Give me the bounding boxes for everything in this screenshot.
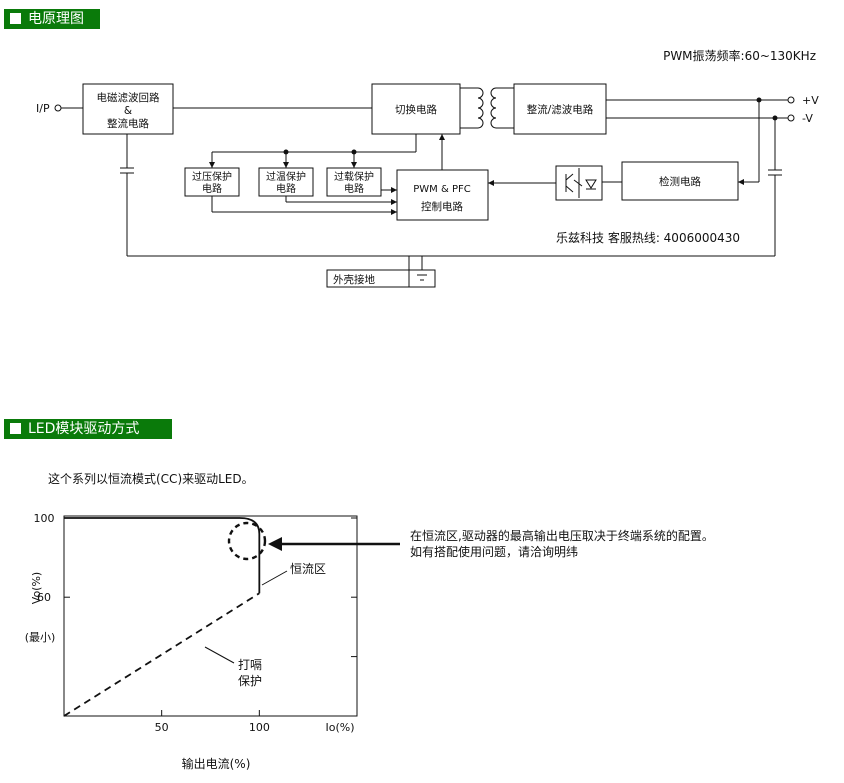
pwm-control-label-1: PWM & PFC: [413, 184, 470, 195]
square-bullet-icon: [10, 423, 21, 434]
transformer-icon: [460, 87, 514, 129]
ovp-label-1: 过压保护: [192, 170, 232, 183]
emi-filter-label-1: 电磁滤波回路: [97, 91, 160, 104]
hiccup-label-1: 打嗝: [238, 658, 262, 672]
switch-block: [371, 83, 461, 135]
ground-icon: [414, 256, 430, 281]
y-tick-label: 60: [37, 591, 51, 604]
detection-label: 检测电路: [659, 175, 701, 188]
frame-ground-block: [326, 269, 436, 288]
input-label: I/P: [36, 102, 50, 115]
pointer-arrow-icon: [268, 537, 400, 551]
section-header-led-drive: LED模块驱动方式: [4, 419, 172, 439]
output-negative-terminal: [787, 114, 795, 122]
pwm-control-block: [396, 169, 489, 221]
hiccup-label-2: 保护: [238, 674, 262, 688]
section-header-schematic: 电原理图: [4, 9, 100, 29]
input-terminal: [54, 104, 62, 112]
note-line-2: 如有搭配使用问题，请洽询明纬: [410, 545, 579, 559]
rectifier-block: [513, 83, 607, 135]
pwm-frequency-label: PWM振荡频率:60~130KHz: [663, 48, 816, 63]
output-negative-label: -V: [802, 112, 813, 125]
y-tick-sublabel: (最小): [25, 631, 56, 644]
block-diagram: PWM振荡频率:60~130KHz I/P 电磁滤波回路 & 整流电路 切换电路…: [36, 48, 819, 288]
hiccup-protection-line: [63, 592, 260, 717]
section-title: 电原理图: [28, 11, 84, 27]
emi-filter-block: [82, 83, 174, 135]
rectifier-label: 整流/滤波电路: [527, 103, 594, 116]
knee-highlight-icon: [227, 521, 267, 561]
y-axis-label: Vo(%): [30, 572, 43, 604]
constant-current-line: [64, 517, 261, 594]
section-title: LED模块驱动方式: [28, 421, 140, 437]
x-axis-end-label: Io(%): [325, 721, 354, 734]
y-tick-label: 100: [34, 512, 55, 525]
frame-ground-label: 外壳接地: [333, 273, 375, 286]
led-description: 这个系列以恒流模式(CC)来驱动LED。: [48, 472, 254, 486]
note-line-1: 在恒流区,驱动器的最高输出电压取决于终端系统的配置。: [410, 529, 714, 543]
olp-label-2: 电路: [344, 182, 364, 195]
emi-filter-label-2: &: [124, 105, 132, 117]
chart-plot-frame: [63, 515, 358, 717]
olp-label-1: 过载保护: [334, 170, 374, 183]
hotline-text: 乐兹科技 客服热线: 4006000430: [556, 230, 740, 245]
optocoupler-icon: [555, 165, 603, 201]
x-tick-label: 50: [155, 721, 169, 734]
ovp-block: [184, 167, 240, 197]
switch-label: 切换电路: [395, 103, 437, 116]
emi-filter-label-3: 整流电路: [107, 117, 149, 130]
output-positive-label: +V: [802, 94, 819, 107]
square-bullet-icon: [10, 13, 21, 24]
cc-curve-chart: 50 100 100 60 恒流区 打嗝 保护 Vo(%) (最小) Io(%) 输出…: [25, 512, 400, 771]
otp-label-2: 电路: [276, 182, 296, 195]
output-positive-terminal: [787, 96, 795, 104]
detection-block: [621, 161, 739, 201]
cc-region-label: 恒流区: [290, 562, 326, 576]
otp-label-1: 过温保护: [266, 170, 306, 183]
pwm-control-label-2: 控制电路: [421, 200, 463, 213]
olp-block: [326, 167, 382, 197]
x-tick-label: 100: [249, 721, 270, 734]
ovp-label-2: 电路: [202, 182, 222, 195]
x-axis-label: 输出电流(%): [182, 756, 251, 771]
